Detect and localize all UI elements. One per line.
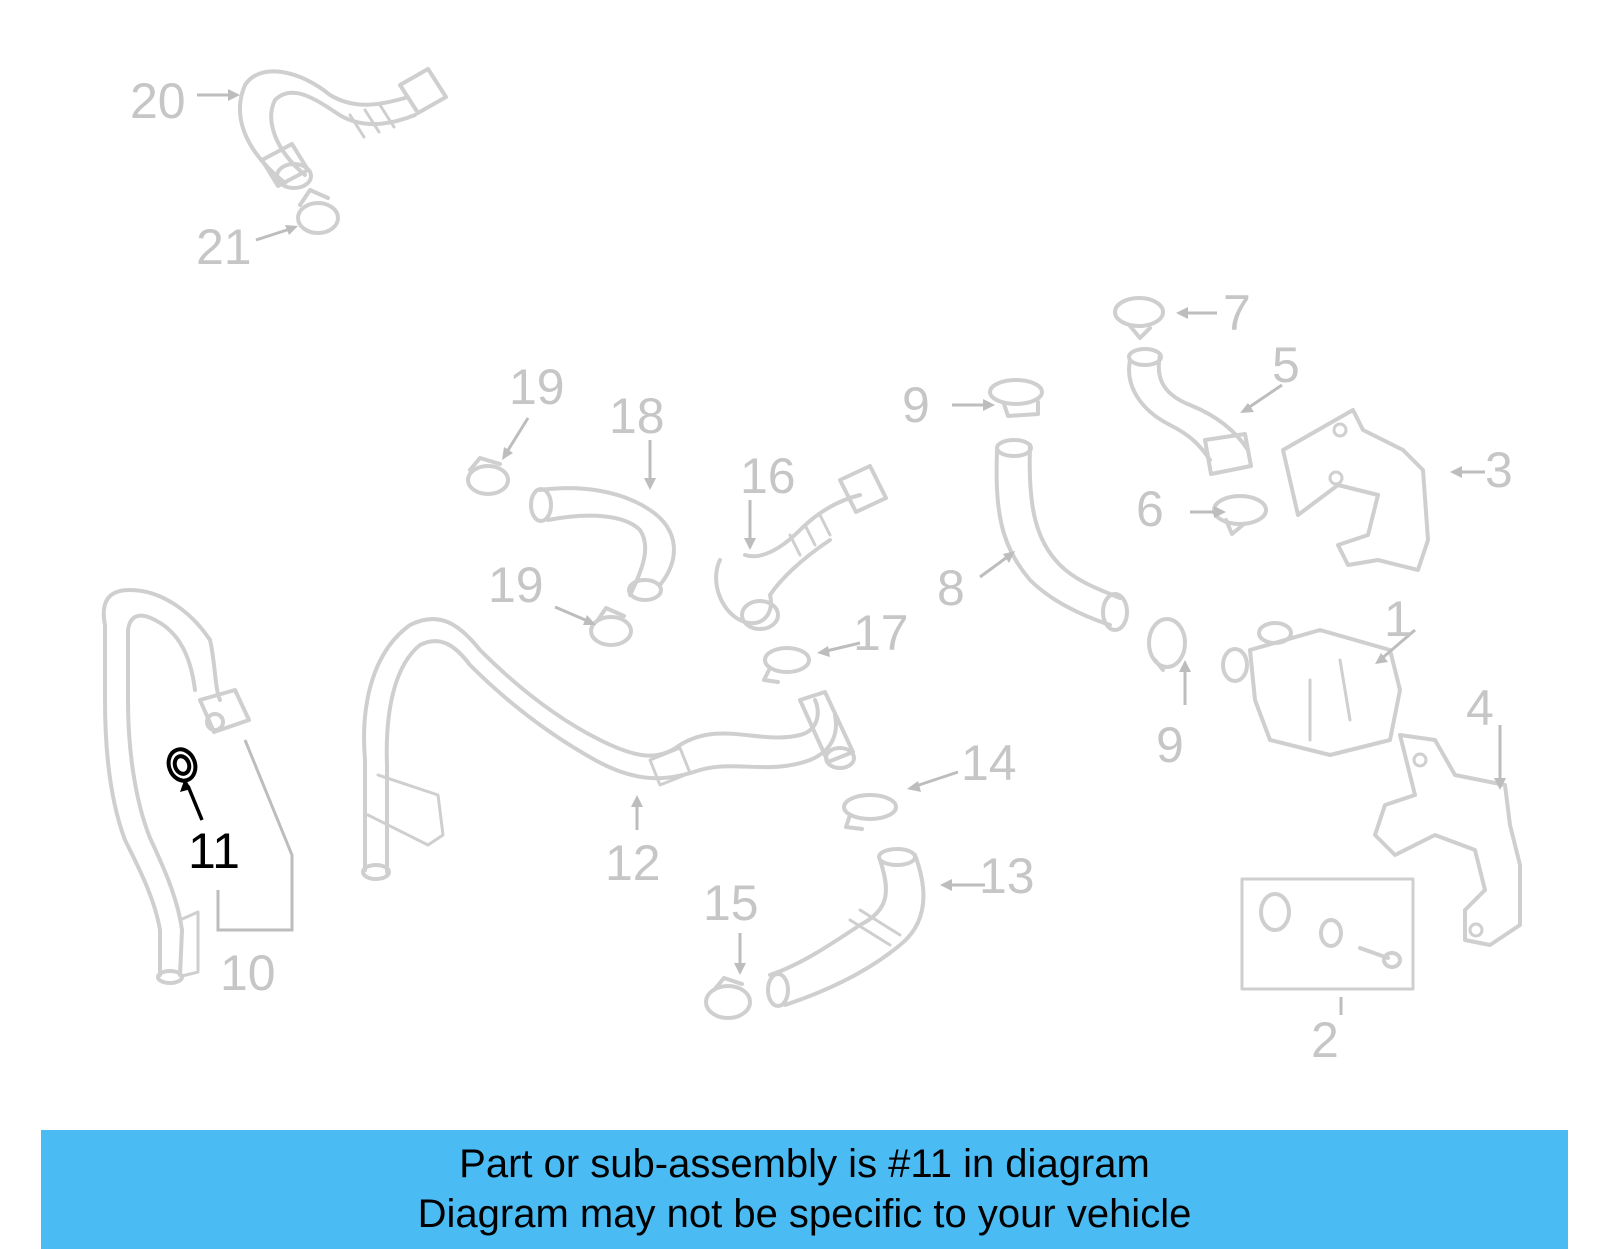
label-6: 6 [1136, 481, 1164, 537]
part-2-hardware-kit[interactable] [1240, 877, 1415, 991]
part-20-hose[interactable] [238, 67, 448, 190]
leader-arrowheads [228, 89, 1506, 975]
label-7: 7 [1223, 285, 1251, 341]
part-14-clamp[interactable] [842, 793, 898, 831]
part-11-leader [186, 785, 204, 821]
label-9-upper: 9 [902, 377, 930, 433]
label-3: 3 [1485, 442, 1513, 498]
part-9-clamp-lower[interactable] [1147, 617, 1187, 672]
part-3-bracket[interactable] [1281, 408, 1430, 572]
leader-lines [197, 93, 1502, 1015]
part-13-hose[interactable] [766, 847, 926, 1008]
part-17-clamp[interactable] [762, 646, 811, 684]
label-8: 8 [937, 560, 965, 616]
part-16-hose[interactable] [714, 464, 888, 631]
label-19-upper: 19 [509, 359, 565, 415]
part-10-tube-assembly[interactable] [101, 588, 251, 985]
label-17: 17 [853, 605, 909, 661]
label-16: 16 [740, 448, 796, 504]
label-2: 2 [1311, 1012, 1339, 1068]
label-9-lower: 9 [1156, 717, 1184, 773]
part-15-clamp[interactable] [704, 976, 752, 1020]
part-8-hose[interactable] [994, 438, 1129, 632]
label-20: 20 [130, 73, 186, 129]
label-10: 10 [220, 945, 276, 1001]
part-10-bracket-lines [216, 739, 294, 932]
label-14: 14 [961, 735, 1017, 791]
part-9-clamp-upper[interactable] [988, 378, 1044, 418]
label-5: 5 [1272, 337, 1300, 393]
part-4-bracket[interactable] [1373, 733, 1522, 947]
part-21-clamp[interactable] [296, 188, 340, 235]
label-15: 15 [703, 875, 759, 931]
label-19-lower: 19 [488, 557, 544, 613]
label-11-highlighted: 11 [188, 823, 240, 879]
info-banner: Part or sub-assembly is #11 in diagram D… [41, 1130, 1568, 1249]
part-11-o-ring[interactable] [164, 746, 199, 785]
label-18: 18 [609, 388, 665, 444]
part-19-clamp-lower[interactable] [589, 606, 633, 647]
part-19-clamp-upper[interactable] [466, 456, 510, 496]
part-12-tube[interactable] [361, 617, 856, 881]
part-1-pump[interactable] [1221, 621, 1402, 757]
banner-line-1: Part or sub-assembly is #11 in diagram [459, 1142, 1150, 1186]
label-21: 21 [196, 219, 252, 275]
label-4: 4 [1466, 680, 1494, 736]
part-11-arrowhead [180, 778, 191, 792]
part-6-clamp[interactable] [1212, 494, 1268, 536]
label-12: 12 [605, 835, 661, 891]
part-7-clamp[interactable] [1113, 296, 1165, 340]
label-1: 1 [1384, 591, 1412, 647]
part-18-hose[interactable] [529, 486, 676, 602]
banner-line-2: Diagram may not be specific to your vehi… [417, 1192, 1192, 1236]
part-5-hose[interactable] [1127, 347, 1253, 476]
label-13: 13 [979, 848, 1035, 904]
